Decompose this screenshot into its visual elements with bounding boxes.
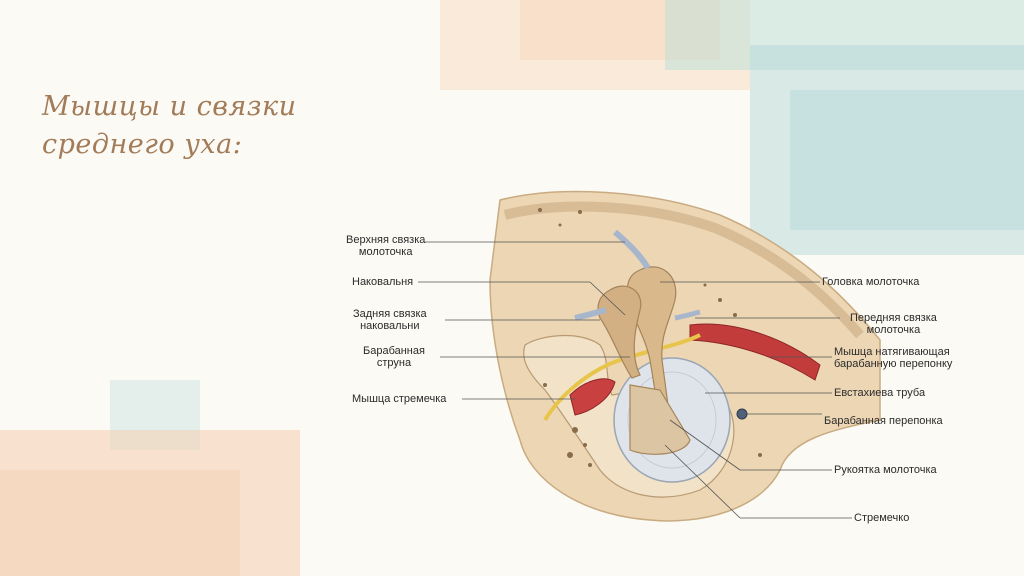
- label-upper-malleus-ligament: Верхняя связка молоточка: [346, 234, 425, 258]
- label-incus: Наковальня: [352, 276, 413, 288]
- label-posterior-incus-ligament: Задняя связка наковальни: [353, 308, 427, 332]
- label-tensor-tympani-l1: Мышца натягивающая: [834, 346, 952, 358]
- label-anterior-malleus-ligament-l1: Передняя связка: [850, 312, 937, 324]
- label-chorda-tympani-l1: Барабанная: [363, 345, 425, 357]
- label-posterior-incus-ligament-l2: наковальни: [353, 320, 427, 332]
- label-stapes: Стремечко: [854, 512, 909, 524]
- label-anterior-malleus-ligament: Передняя связка молоточка: [850, 312, 937, 336]
- label-tympanic-membrane: Барабанная перепонка: [824, 415, 943, 427]
- label-upper-malleus-ligament-l2: молоточка: [346, 246, 425, 258]
- label-chorda-tympani: Барабанная струна: [363, 345, 425, 369]
- label-chorda-tympani-l2: струна: [363, 357, 425, 369]
- label-malleus-head: Головка молоточка: [822, 276, 919, 288]
- label-tensor-tympani-l2: барабанную перепонку: [834, 358, 952, 370]
- label-stapedius: Мышца стремечка: [352, 393, 446, 405]
- label-anterior-malleus-ligament-l2: молоточка: [850, 324, 937, 336]
- label-eustachian-tube: Евстахиева труба: [834, 387, 925, 399]
- label-tensor-tympani: Мышца натягивающая барабанную перепонку: [834, 346, 952, 370]
- label-posterior-incus-ligament-l1: Задняя связка: [353, 308, 427, 320]
- label-upper-malleus-ligament-l1: Верхняя связка: [346, 234, 425, 246]
- label-malleus-handle: Рукоятка молоточка: [834, 464, 937, 476]
